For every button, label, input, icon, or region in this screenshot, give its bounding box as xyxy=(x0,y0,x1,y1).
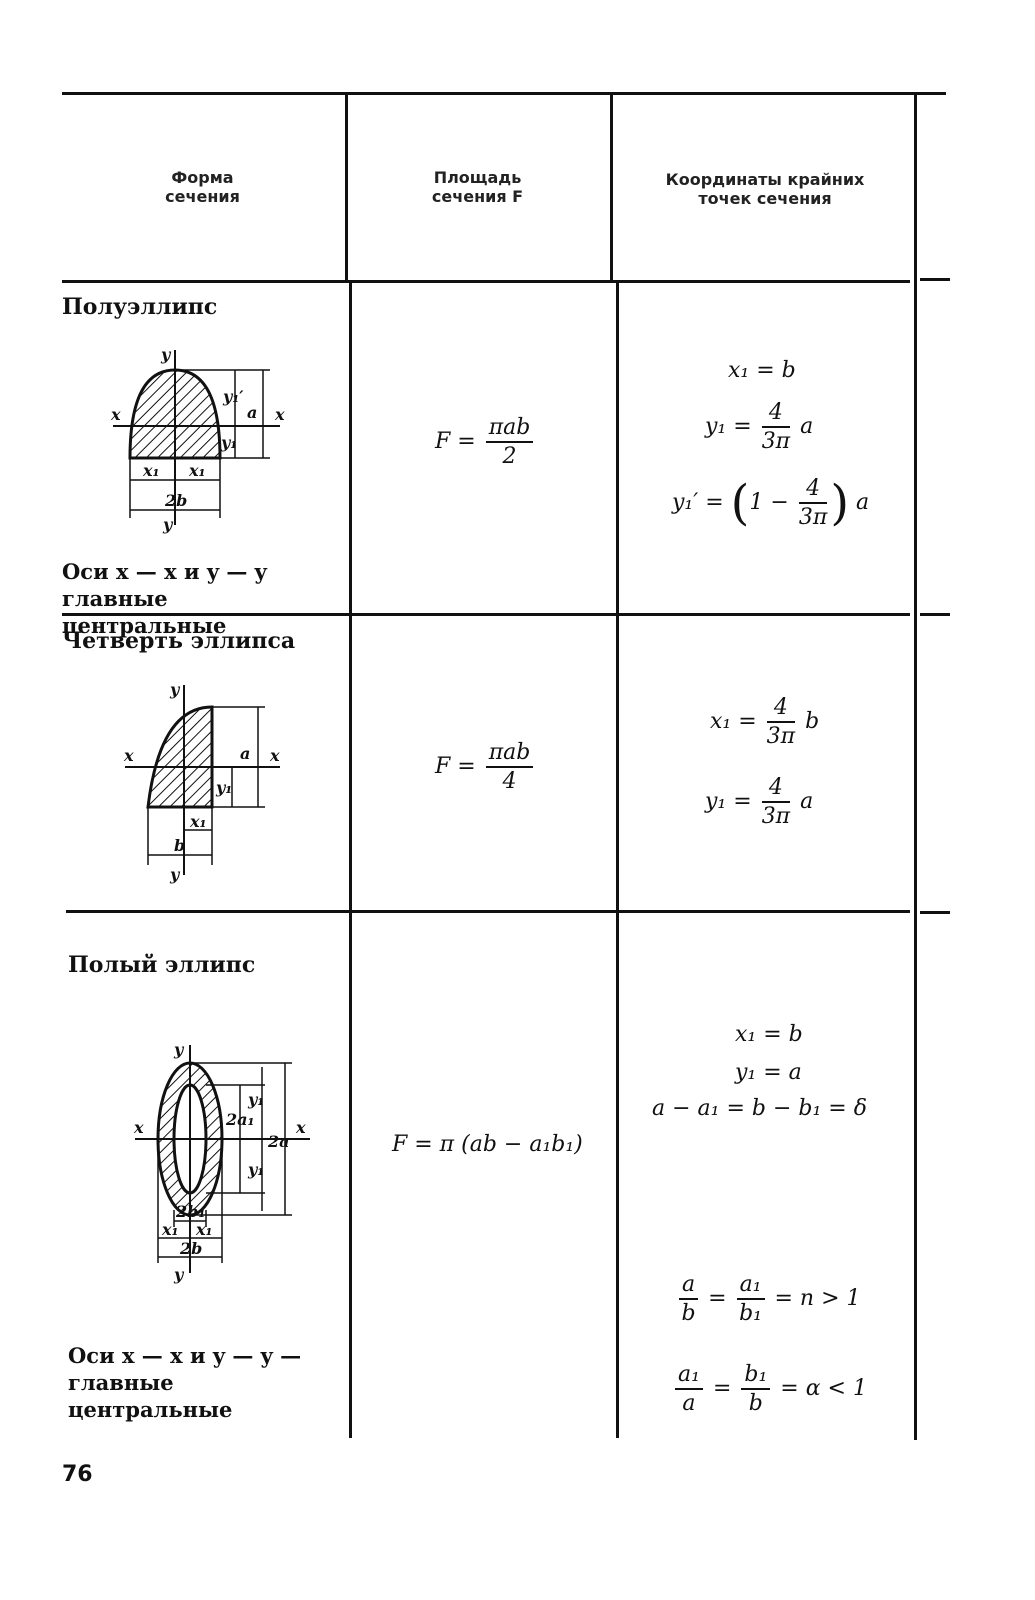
header-coords: Координаты крайних точек сечения xyxy=(665,170,865,208)
fig3-label-x1-left: x₁ xyxy=(161,1220,179,1239)
row2-title: Четверть эллипса xyxy=(62,628,296,654)
semi-ellipse-figure: y y x x y₁′ a y₁ x₁ x₁ 2b xyxy=(110,345,285,534)
row2-bottom-rule-right xyxy=(920,911,950,914)
fig3-label-y-top: y xyxy=(173,1040,185,1059)
fig3-label-y-bottom: y xyxy=(173,1265,185,1284)
header-area: Площадь сечения F xyxy=(431,168,524,206)
page-number: 76 xyxy=(62,1462,93,1487)
row3-coord-delta: a − a₁ = b − b₁ = δ xyxy=(652,1096,867,1121)
column-divider-3 xyxy=(914,95,917,1440)
fig3-label-y1-upper: y₁ xyxy=(247,1090,264,1109)
fig1-label-x-left: x xyxy=(110,405,121,424)
fig1-label-y-bottom: y xyxy=(162,515,174,534)
table-top-rule xyxy=(62,92,946,95)
column-divider-1 xyxy=(345,95,348,280)
fig1-label-2b: 2b xyxy=(164,491,187,510)
row1-coord-x1: x₁ = b xyxy=(728,358,796,383)
row3-note: Оси x — x и y — y — главные центральные xyxy=(68,1343,302,1422)
header-bottom-rule-right xyxy=(920,278,950,281)
fig2-label-x1: x₁ xyxy=(189,812,207,831)
fig1-label-y1p: y₁′ xyxy=(222,387,244,406)
quarter-ellipse-figure: y y x x a y₁ x₁ b xyxy=(123,680,280,884)
fig3-label-x-left: x xyxy=(133,1118,144,1137)
header-bottom-rule xyxy=(62,280,910,283)
header-shape: Форма сечения xyxy=(165,168,240,206)
row1-title: Полуэллипс xyxy=(62,294,218,320)
fig2-label-x-left: x xyxy=(123,746,134,765)
fig3-label-2a: 2a xyxy=(267,1132,290,1151)
fig3-label-2b: 2b xyxy=(179,1239,202,1258)
fig1-label-y-top: y xyxy=(160,345,172,364)
column-divider-2 xyxy=(610,95,613,280)
row3-coord-x1: x₁ = b xyxy=(735,1022,803,1047)
row3-coord-y1: y₁ = a xyxy=(735,1060,802,1085)
fig3-label-2a1: 2a₁ xyxy=(225,1110,255,1129)
row3-area-formula: F = π (ab − a₁b₁) xyxy=(392,1132,583,1157)
fig2-label-x-right: x xyxy=(269,746,280,765)
row2-bottom-rule xyxy=(66,910,910,913)
fig2-label-b: b xyxy=(174,836,185,855)
fig2-label-y-top: y xyxy=(169,680,181,699)
row1-bottom-rule-right xyxy=(920,613,950,616)
fig1-label-x1-left: x₁ xyxy=(142,461,160,480)
fig2-label-y1: y₁ xyxy=(215,778,232,797)
column-divider-1-body xyxy=(349,283,352,1438)
row3-title: Полый эллипс xyxy=(68,952,256,978)
fig3-label-y1-lower: y₁ xyxy=(247,1160,264,1179)
hollow-ellipse-figure: y y x x 2a₁ y₁ y₁ 2a 2b₁ x₁ x₁ 2b xyxy=(133,1040,310,1284)
fig1-label-x1-right: x₁ xyxy=(188,461,206,480)
fig2-label-y-bottom: y xyxy=(169,865,181,884)
row1-bottom-rule xyxy=(62,613,910,616)
fig3-label-x-right: x xyxy=(295,1118,306,1137)
fig3-label-2b1: 2b₁ xyxy=(175,1202,205,1221)
fig2-label-a: a xyxy=(240,744,250,763)
column-divider-2-body xyxy=(616,283,619,1438)
row1-note: Оси x — x и y — y главные центральные xyxy=(62,559,267,638)
fig1-label-x-right: x xyxy=(274,405,285,424)
fig3-label-x1-right: x₁ xyxy=(195,1220,213,1239)
fig1-label-a: a xyxy=(247,403,257,422)
fig1-label-y1: y₁ xyxy=(220,433,237,452)
